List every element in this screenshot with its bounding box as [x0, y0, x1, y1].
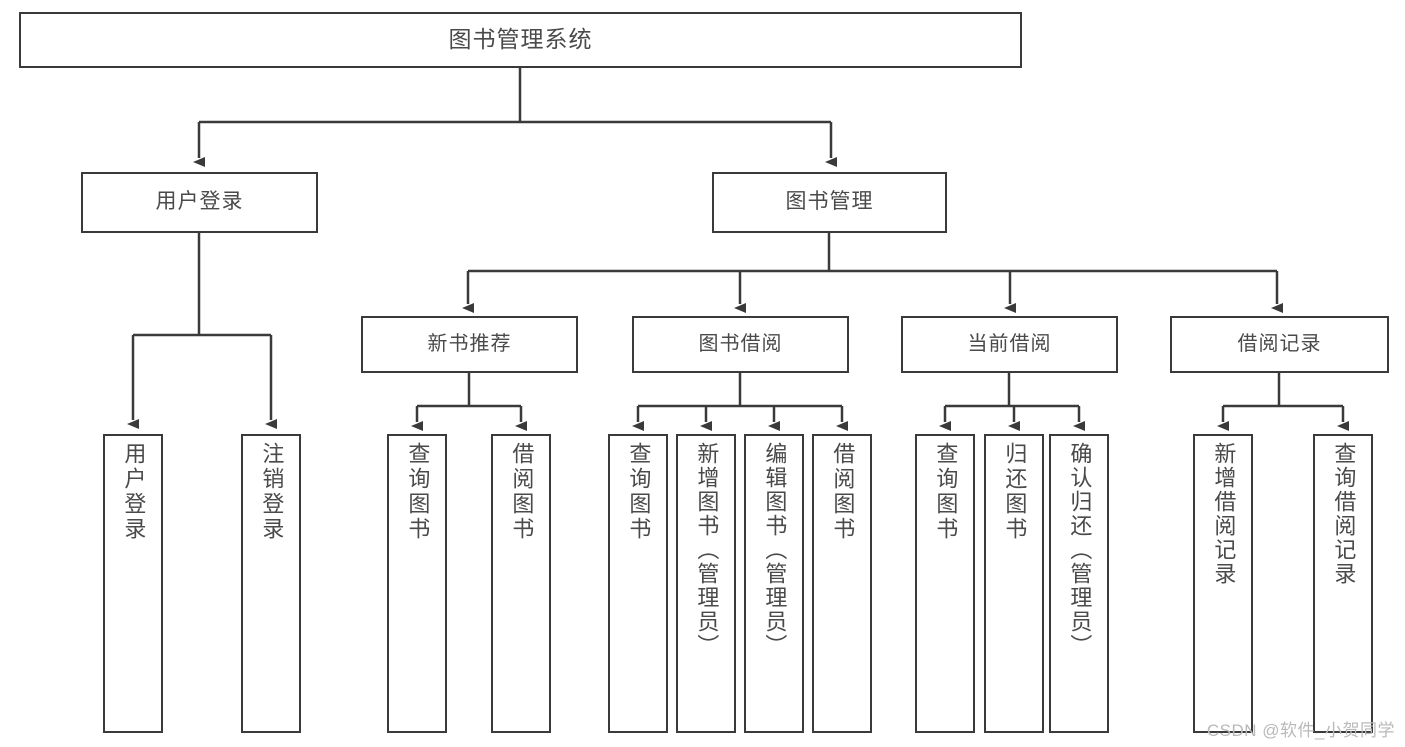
leaf-user-login[interactable]: 用户登录 — [103, 434, 163, 733]
leaf-borrow-query-book[interactable]: 查询图书 — [608, 434, 668, 733]
leaf-rec-query-book-label: 查询图书 — [405, 442, 431, 542]
leaf-cur-confirm-return[interactable]: 确认归还（管理员） — [1049, 434, 1109, 733]
leaf-borrow-borrow-book-label: 借阅图书 — [830, 442, 856, 542]
leaf-cur-query-book-label: 查询图书 — [933, 442, 959, 542]
leaf-borrow-add-book[interactable]: 新增图书（管理员） — [676, 434, 736, 733]
leaf-rec-query-record-label: 查询借阅记录 — [1331, 442, 1357, 586]
leaf-borrow-edit-book[interactable]: 编辑图书（管理员） — [744, 434, 804, 733]
leaf-rec-borrow-book[interactable]: 借阅图书 — [491, 434, 551, 733]
leaf-borrow-add-book-label: 新增图书（管理员） — [694, 442, 720, 658]
node-new-book-rec[interactable]: 新书推荐 — [361, 316, 578, 373]
leaf-cur-confirm-return-label: 确认归还（管理员） — [1067, 442, 1093, 658]
watermark: CSDN @软件_小贺同学 — [1206, 721, 1395, 740]
node-user-login[interactable]: 用户登录 — [81, 172, 318, 233]
leaf-user-logout[interactable]: 注销登录 — [241, 434, 301, 733]
node-root-label: 图书管理系统 — [448, 26, 593, 53]
node-borrow-record-label: 借阅记录 — [1237, 332, 1322, 355]
node-user-login-label: 用户登录 — [155, 190, 244, 214]
leaf-rec-add-record-label: 新增借阅记录 — [1211, 442, 1237, 586]
node-current-borrow-label: 当前借阅 — [967, 332, 1052, 355]
node-book-borrow[interactable]: 图书借阅 — [632, 316, 849, 373]
node-root[interactable]: 图书管理系统 — [19, 12, 1022, 68]
node-book-borrow-label: 图书借阅 — [698, 332, 783, 355]
leaf-borrow-edit-book-label: 编辑图书（管理员） — [762, 442, 788, 658]
leaf-user-login-label: 用户登录 — [121, 442, 147, 542]
node-book-manage-label: 图书管理 — [785, 190, 874, 214]
leaf-cur-return-book[interactable]: 归还图书 — [984, 434, 1044, 733]
node-new-book-rec-label: 新书推荐 — [427, 332, 512, 355]
node-borrow-record[interactable]: 借阅记录 — [1170, 316, 1389, 373]
leaf-rec-borrow-book-label: 借阅图书 — [509, 442, 535, 542]
leaf-cur-return-book-label: 归还图书 — [1002, 442, 1028, 542]
node-book-manage[interactable]: 图书管理 — [712, 172, 947, 233]
leaf-borrow-borrow-book[interactable]: 借阅图书 — [812, 434, 872, 733]
leaf-borrow-query-book-label: 查询图书 — [626, 442, 652, 542]
leaf-user-logout-label: 注销登录 — [259, 442, 285, 542]
leaf-rec-query-book[interactable]: 查询图书 — [387, 434, 447, 733]
leaf-rec-add-record[interactable]: 新增借阅记录 — [1193, 434, 1253, 733]
node-current-borrow[interactable]: 当前借阅 — [901, 316, 1118, 373]
leaf-rec-query-record[interactable]: 查询借阅记录 — [1313, 434, 1373, 733]
leaf-cur-query-book[interactable]: 查询图书 — [915, 434, 975, 733]
